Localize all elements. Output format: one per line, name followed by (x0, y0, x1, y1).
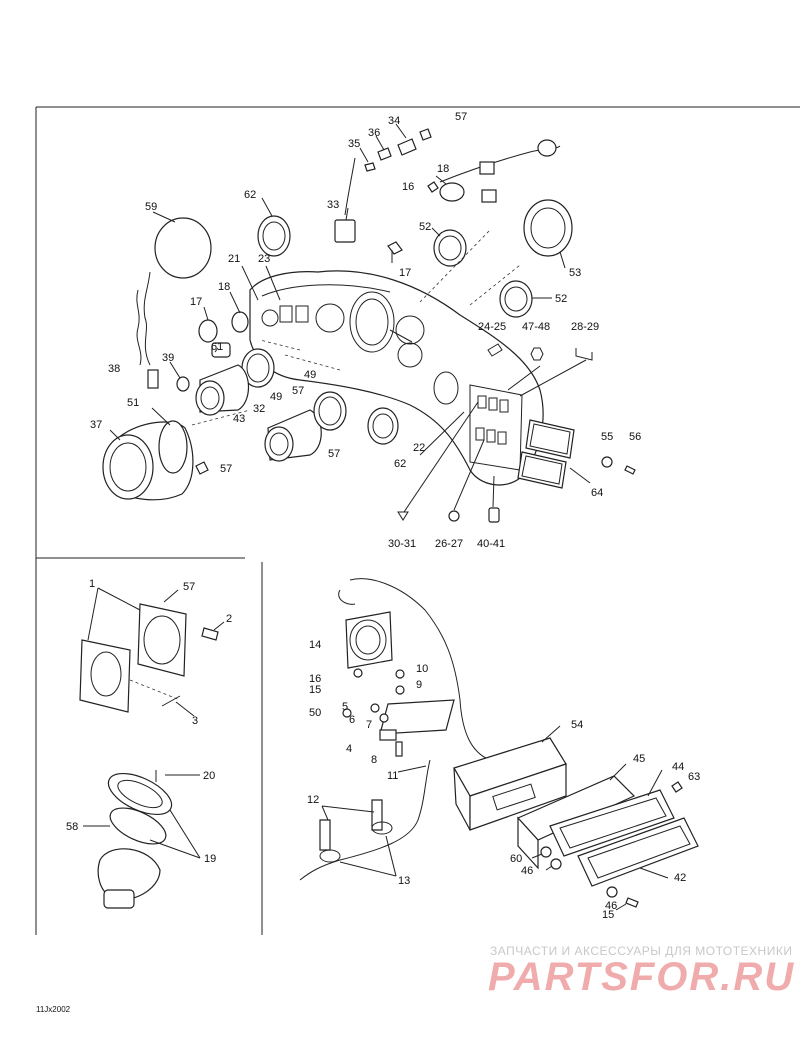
callout: 5 (342, 701, 348, 713)
watermark: ЗАПЧАСТИ И АКСЕССУАРЫ ДЛЯ МОТОТЕХНИКИ PA… (488, 944, 795, 999)
callout: 18 (218, 281, 230, 293)
callout: 20 (203, 770, 215, 782)
gauge-ring-62b (367, 407, 399, 445)
callout: 40-41 (477, 538, 505, 550)
drawing-code: 11Jx2002 (36, 1005, 71, 1014)
callout: 16 (402, 181, 414, 193)
callout: 3 (192, 715, 198, 727)
callout: 23 (258, 253, 270, 265)
vent-assembly (79, 587, 225, 717)
callout: 21 (228, 253, 240, 265)
callout: 7 (366, 719, 372, 731)
watermark-logo: PARTSFOR.RU (488, 955, 795, 999)
callout: 4 (346, 743, 352, 755)
callout: 6 (349, 714, 355, 726)
callout: 38 (108, 363, 120, 375)
callout: 26-27 (435, 538, 463, 550)
callout: 12 (307, 794, 319, 806)
callout: 58 (66, 821, 78, 833)
callout: 32 (253, 403, 265, 415)
callout: 46 (605, 900, 617, 912)
callout: 51 (127, 397, 139, 409)
callout: 62 (244, 189, 256, 201)
callout: 46 (521, 865, 533, 877)
gauge-lens-59 (154, 217, 212, 279)
callout: 30-31 (388, 538, 416, 550)
callout: 19 (204, 853, 216, 865)
callout: 42 (674, 872, 686, 884)
callout-labels: 57 34 36 35 18 16 62 33 59 52 21 23 17 5… (66, 111, 700, 921)
callout: 36 (368, 127, 380, 139)
callout: 57 (220, 463, 232, 475)
callout: 15 (602, 909, 614, 921)
callout: 18 (437, 163, 449, 175)
callout: 52 (555, 293, 567, 305)
dashboard-console (249, 270, 544, 486)
callout: 11 (387, 770, 398, 782)
callout: 44 (672, 761, 684, 773)
callout: 9 (416, 679, 422, 691)
callout: 13 (398, 875, 410, 887)
callout: 53 (569, 267, 581, 279)
callout: 61 (211, 341, 223, 353)
callout: 43 (233, 413, 245, 425)
callout: 56 (629, 431, 641, 443)
gauge-assemblies (102, 215, 399, 501)
callout: 63 (688, 771, 700, 783)
callout: 39 (162, 352, 174, 364)
callout: 14 (309, 639, 321, 651)
callout: 17 (399, 267, 411, 279)
callout: 57 (328, 448, 340, 460)
gauge-ring-51 (158, 420, 188, 474)
callout: 15 (309, 684, 321, 696)
cap-52b (499, 280, 533, 318)
callout: 57 (292, 385, 304, 397)
callout: 33 (327, 199, 339, 211)
leader-lines-top (109, 123, 591, 513)
callout: 52 (419, 221, 431, 233)
callout: 49 (270, 391, 282, 403)
top-right-parts (334, 128, 636, 523)
callout: 55 (601, 431, 613, 443)
radio-assembly (299, 578, 699, 911)
frame (35, 106, 800, 935)
callout: 60 (510, 853, 522, 865)
callout: 57 (183, 581, 195, 593)
callout: 50 (309, 707, 321, 719)
callout: 34 (388, 115, 400, 127)
callout: 37 (90, 419, 102, 431)
callout: 54 (571, 719, 583, 731)
vent-housing-assembly (83, 770, 201, 909)
callout: 28-29 (571, 321, 599, 333)
watermark-tagline: ЗАПЧАСТИ И АКСЕССУАРЫ ДЛЯ МОТОТЕХНИКИ (490, 944, 792, 958)
callout: 64 (591, 487, 603, 499)
callout: 22 (413, 442, 425, 454)
callout: 17 (190, 296, 202, 308)
callout: 1 (89, 578, 95, 590)
callout: 49 (304, 369, 316, 381)
callout: 16 (309, 673, 321, 685)
callout: 59 (145, 201, 157, 213)
callout: 62 (394, 458, 406, 470)
callout: 35 (348, 138, 360, 150)
cap-52a (433, 229, 467, 267)
callout: 57 (455, 111, 467, 123)
callout: 45 (633, 753, 645, 765)
callout: 47-48 (522, 321, 550, 333)
callout: 8 (371, 754, 377, 766)
callout: 24-25 (478, 321, 506, 333)
callout: 10 (416, 663, 428, 675)
callout: 2 (226, 613, 232, 625)
